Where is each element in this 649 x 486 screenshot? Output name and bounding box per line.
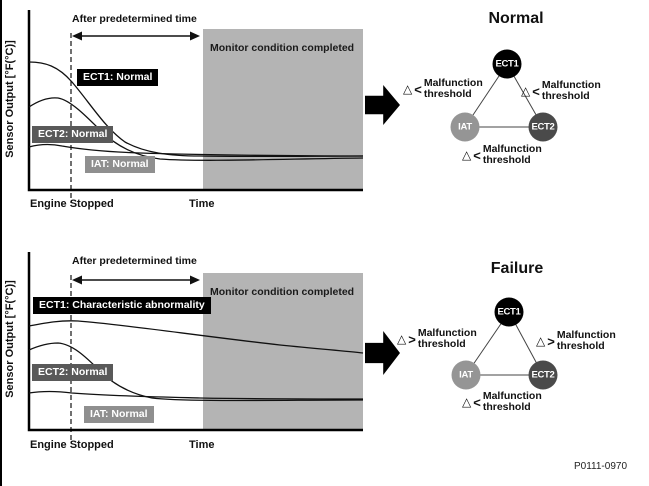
iat-curve-label: IAT: Normal <box>85 156 155 173</box>
delta-icon: △ <box>397 332 407 346</box>
node-ect1: ECT1 <box>492 49 522 79</box>
figure-left-border <box>0 0 2 486</box>
arrowhead-left <box>72 275 82 285</box>
node-iat-label: IAT <box>459 369 473 381</box>
normal-panel: Sensor Output [°F(°C)] After predetermin… <box>0 0 649 240</box>
figure-code: P0111-0970 <box>574 461 628 472</box>
ect2-curve <box>28 97 364 161</box>
arrowhead-left <box>72 31 82 41</box>
comparator-bottom: < <box>473 147 481 163</box>
panel-title-normal: Normal <box>488 10 544 27</box>
ect1-curve-label: ECT1: Normal <box>77 69 159 86</box>
threshold-label: Malfunction threshold <box>482 390 542 413</box>
failure-panel: Sensor Output [°F(°C)] After predetermin… <box>0 240 649 486</box>
ect1-curve <box>28 320 364 354</box>
node-iat: IAT <box>450 112 480 142</box>
comparator-left: > <box>408 331 416 347</box>
arrowhead-right <box>190 31 200 41</box>
threshold-label: Malfunction threshold <box>541 79 601 102</box>
monitor-condition-label: Monitor condition completed <box>210 42 355 54</box>
ect2-curve-label: ECT2: Normal <box>32 364 114 381</box>
engine-stopped-label: Engine Stopped <box>30 439 114 451</box>
ect2-curve-label: ECT2: Normal <box>32 126 114 143</box>
threshold-label: Malfunction threshold <box>556 329 616 352</box>
node-ect2-label: ECT2 <box>531 121 555 133</box>
ect1-curve-label: ECT1: Characteristic abnormality <box>33 297 211 314</box>
comparator-right: > <box>547 333 555 349</box>
failure-graph-svg <box>27 252 544 443</box>
comparator-left: < <box>414 81 422 97</box>
panel-title-failure: Failure <box>490 260 544 277</box>
predetermined-time-label: After predetermined time <box>72 13 197 25</box>
iat-curve <box>28 390 364 400</box>
monitor-region <box>203 273 363 430</box>
comparator-right: < <box>532 83 540 99</box>
ect1-curve <box>28 61 364 158</box>
delta-icon: △ <box>521 84 531 98</box>
node-ect2-label: ECT2 <box>531 369 555 381</box>
threshold-label: Malfunction threshold <box>482 143 542 166</box>
delta-icon: △ <box>462 395 472 409</box>
y-axis-label: Sensor Output [°F(°C)] <box>4 280 16 398</box>
node-ect1-label: ECT1 <box>497 306 521 318</box>
node-ect2: ECT2 <box>528 360 558 390</box>
monitor-condition-label: Monitor condition completed <box>210 286 355 298</box>
axes <box>27 252 363 432</box>
delta-icon: △ <box>536 334 546 348</box>
comparator-bottom: < <box>473 394 481 410</box>
engine-stopped-label: Engine Stopped <box>30 198 114 210</box>
iat-curve <box>28 143 364 157</box>
iat-curve-label: IAT: Normal <box>84 406 154 423</box>
node-ect1-label: ECT1 <box>495 58 519 70</box>
monitor-region <box>203 29 363 190</box>
node-iat-label: IAT <box>458 121 472 133</box>
threshold-label: Malfunction threshold <box>417 327 477 350</box>
time-axis-label: Time <box>189 439 215 451</box>
threshold-annotation-left: △ < Malfunction threshold <box>403 78 483 100</box>
node-ect2: ECT2 <box>528 112 558 142</box>
threshold-annotation-bottom: △ < Malfunction threshold <box>462 144 542 166</box>
delta-icon: △ <box>403 82 413 96</box>
y-axis-label: Sensor Output [°F(°C)] <box>4 40 16 158</box>
threshold-annotation-right: △ > Malfunction threshold <box>536 330 616 352</box>
time-axis-label: Time <box>189 198 215 210</box>
ect2-curve <box>28 342 364 402</box>
threshold-annotation-left: △ > Malfunction threshold <box>397 328 477 350</box>
node-iat: IAT <box>451 360 481 390</box>
delta-icon: △ <box>462 148 472 162</box>
threshold-annotation-right: △ < Malfunction threshold <box>521 80 601 102</box>
node-ect1: ECT1 <box>494 297 524 327</box>
predetermined-time-label: After predetermined time <box>72 255 197 267</box>
axes <box>27 10 363 192</box>
threshold-label: Malfunction threshold <box>423 77 483 100</box>
arrowhead-right <box>190 275 200 285</box>
threshold-annotation-bottom: △ < Malfunction threshold <box>462 391 542 413</box>
